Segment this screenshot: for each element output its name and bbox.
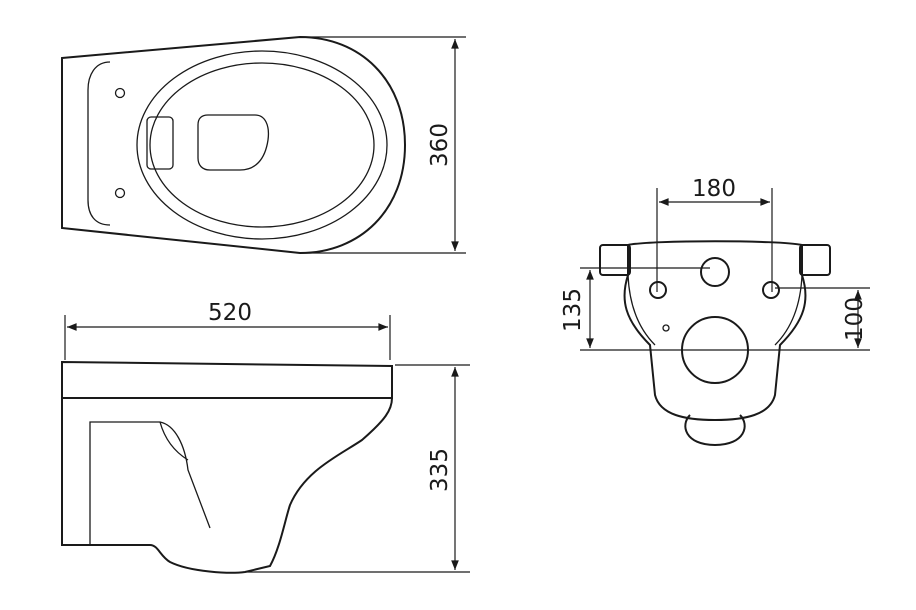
mounting-hole (114, 87, 126, 99)
side-view: 520 335 (61, 300, 470, 574)
mounting-hole (114, 187, 126, 199)
front-view: 180 135 100 (560, 176, 870, 447)
dimension-label-360: 360 (427, 123, 453, 167)
top-view: 360 (61, 35, 466, 255)
dimension-label-520: 520 (208, 300, 252, 326)
dimension-label-335: 335 (427, 448, 453, 492)
dimension-label-135: 135 (560, 288, 586, 332)
dimension-label-180: 180 (692, 176, 736, 202)
dimension-label-100: 100 (842, 297, 868, 341)
